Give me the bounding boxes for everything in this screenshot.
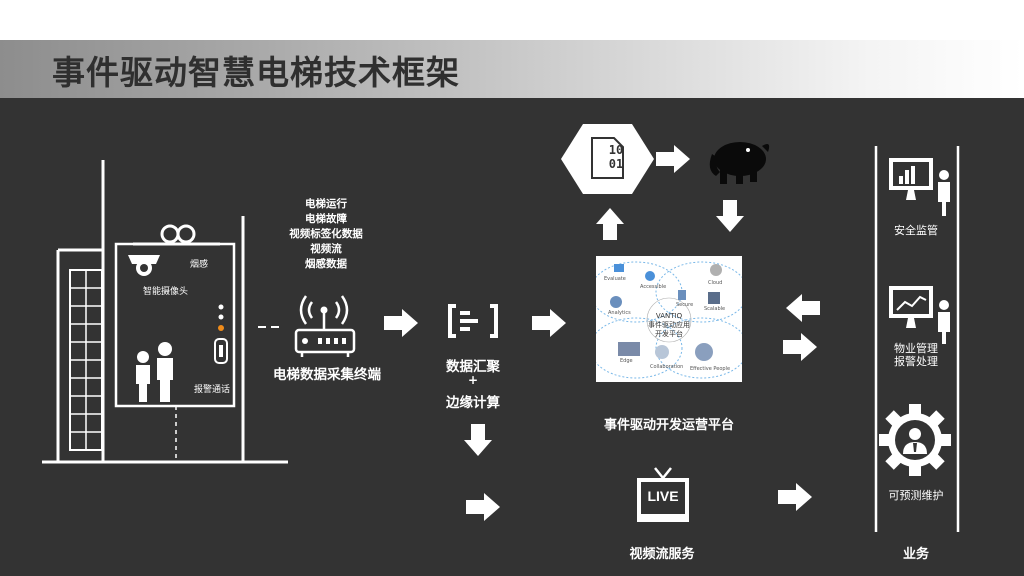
data-item: 视频流: [310, 243, 342, 255]
business-item-property: 物业管理: [894, 342, 938, 355]
router-icon: [294, 295, 356, 357]
terminal-label: 电梯数据采集终端: [273, 367, 381, 383]
camera-icon: [128, 255, 160, 276]
platform-tag: Evaluate: [604, 276, 626, 282]
platform-label: 事件驱动开发运营平台: [603, 418, 735, 433]
phone-icon: [214, 338, 228, 364]
building-illustration: [42, 160, 288, 464]
hadoop-elephant-icon: [709, 142, 770, 184]
business-frame: [874, 146, 960, 532]
platform-tag: Collaboration: [650, 364, 684, 370]
arrow-down-2: [716, 200, 744, 232]
platform-tag: Accessible: [640, 284, 667, 290]
property-monitor-icon: [889, 286, 950, 344]
business-item-security: 安全监管: [894, 224, 938, 237]
passengers-icon: [136, 342, 173, 402]
arrow-right-2: [532, 309, 566, 337]
header-band: [0, 40, 1024, 98]
data-item: 电梯故障: [305, 213, 347, 225]
platform-tag: Secure: [676, 302, 694, 308]
aggregation-label-1: 数据汇聚: [446, 359, 500, 375]
camera-label: 智能摄像头: [143, 287, 189, 297]
diagram-canvas: [0, 98, 1024, 576]
arrow-right-5: [466, 493, 500, 521]
live-tv-icon: [637, 467, 689, 522]
arrow-right-1: [384, 309, 418, 337]
data-storage-icon: [561, 124, 654, 194]
video-service-label: 视频流服务: [629, 547, 695, 562]
indicator-lights: [218, 304, 224, 331]
platform-tag: Effective People: [690, 366, 731, 372]
platform-tag: Edge: [620, 358, 633, 364]
live-text: LIVE: [647, 488, 679, 504]
data-type-list: 电梯运行 电梯故障 视频标签化数据 视频流 烟感数据: [289, 197, 363, 272]
data-item: 烟感数据: [305, 258, 347, 270]
aggregation-plus: +: [467, 373, 479, 387]
aggregation-label-2: 边缘计算: [446, 395, 500, 411]
pulley-icon: [160, 224, 196, 244]
arrow-right-6: [778, 483, 812, 511]
arrow-right-3: [656, 145, 690, 173]
platform-tag: Cloud: [708, 280, 723, 286]
smoke-sensor-label: 烟感: [190, 260, 209, 270]
aggregation-icon: [448, 304, 498, 338]
page-title: 事件驱动智慧电梯技术框架: [52, 53, 460, 92]
arrow-down-1: [464, 424, 492, 456]
maintenance-gear-icon: [879, 404, 951, 476]
platform-tag: Analytics: [608, 310, 631, 316]
business-label: 业务: [902, 547, 930, 562]
alarm-call-label: 报警通话: [194, 385, 231, 395]
arrow-right-4: [783, 333, 817, 361]
data-item: 视频标签化数据: [289, 228, 363, 240]
storage-binary-text: 10 01: [608, 143, 624, 171]
arrow-left-1: [786, 294, 820, 322]
platform-diagram: Evaluate Accessible Cloud Secure Scalabl…: [596, 256, 742, 382]
data-item: 电梯运行: [305, 198, 347, 210]
platform-tag: Scalable: [704, 306, 726, 312]
business-item-maintenance: 可预测维护: [888, 489, 944, 502]
platform-center-text: VANTIQ 事件驱动应用 开发平台: [648, 312, 690, 338]
arrow-up-1: [596, 208, 624, 240]
security-monitor-icon: [889, 158, 950, 216]
business-item-alarm: 报警处理: [894, 355, 938, 368]
